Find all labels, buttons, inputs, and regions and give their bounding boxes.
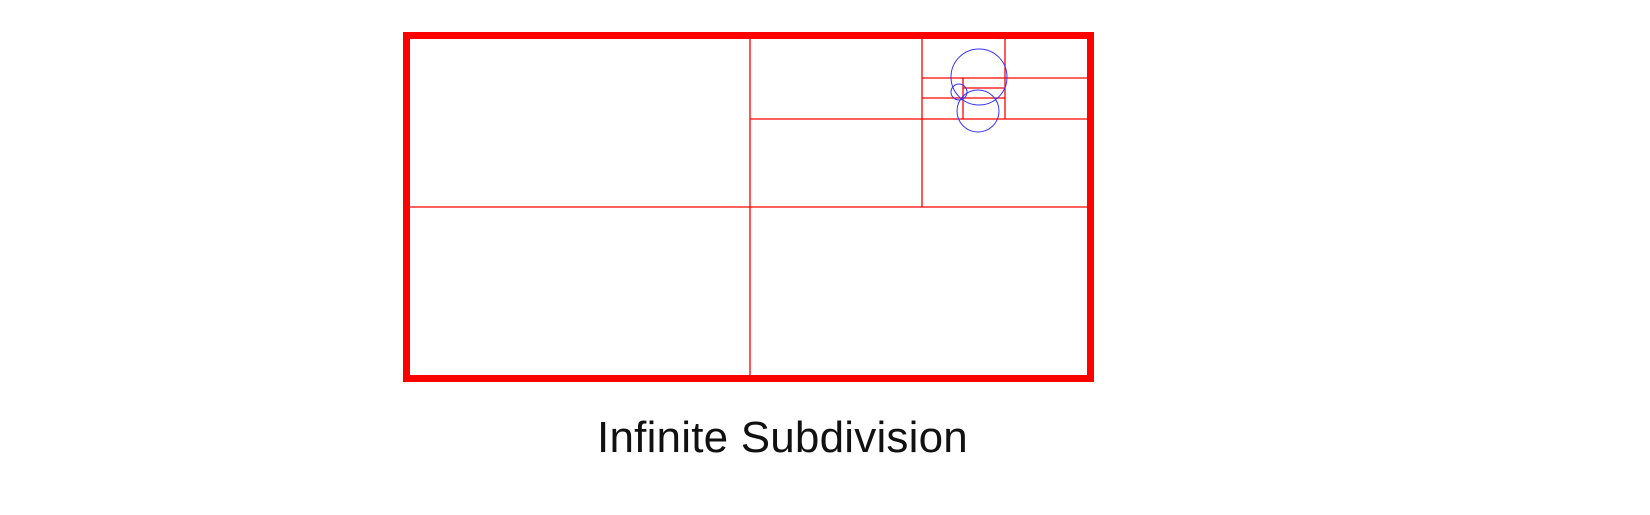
caption: Infinite Subdivision [597,413,968,462]
outer-rectangle [403,32,1094,382]
subdivision-lines [407,36,1090,378]
circle-large [950,48,1008,106]
circle-small [950,83,968,101]
circles [950,48,1008,133]
circle-medium [956,89,1000,133]
